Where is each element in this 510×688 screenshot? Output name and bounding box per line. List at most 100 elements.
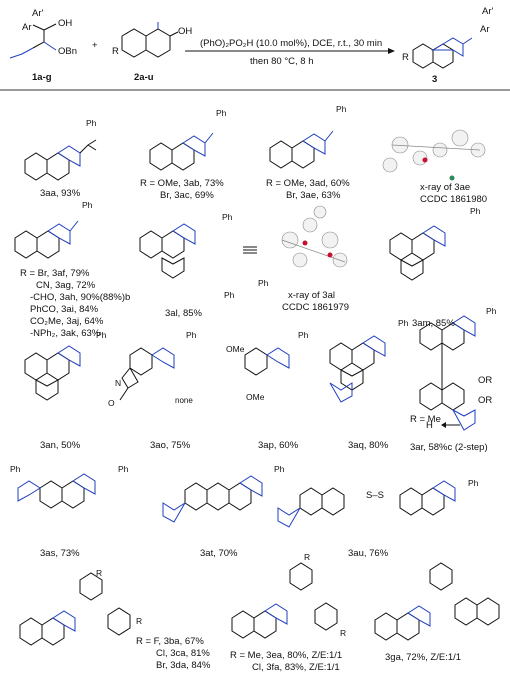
ome-label: OMe [226, 344, 245, 354]
ph-label: Ph [222, 212, 233, 222]
ph-label: Ph [10, 464, 21, 474]
xray-3al-caption-2: CCDC 1861979 [282, 302, 350, 313]
o-label: O [108, 398, 115, 408]
struct-3ap [244, 347, 290, 376]
reactant1-sub-ar: Ar [22, 22, 32, 33]
ome-label: OMe [246, 392, 265, 402]
product-label: 3 [432, 74, 438, 85]
label-3ca: Cl, 3ca, 81% [156, 648, 210, 659]
ph-label: Ph [398, 318, 409, 328]
label-3ar: 3ar, 58%c (2-step) [410, 442, 488, 453]
struct-3al [139, 223, 196, 279]
ph-label: Ph [224, 290, 235, 300]
product-sub-r: R [402, 52, 409, 63]
h-arrow [441, 422, 460, 428]
label-3ag: CN, 3ag, 72% [36, 280, 96, 291]
label-3fa: Cl, 3fa, 83%, Z/E:1/1 [252, 662, 340, 673]
struct-3am [389, 225, 446, 281]
label-3ai: PhCO, 3ai, 84% [30, 304, 99, 315]
ph-label: Ph [274, 464, 285, 474]
label-3ar-r-me: R = Me [410, 414, 441, 425]
label-3aj: CO₂Me, 3aj, 64% [30, 316, 104, 327]
ph-label: Ph [82, 200, 93, 210]
product-structure [412, 37, 473, 69]
conditions-top: (PhO)₂PO₂H (10.0 mol%), DCE, r.t., 30 mi… [200, 38, 383, 49]
reactant1-sub-obn: OBn [58, 46, 78, 57]
label-3ap: 3ap, 60% [258, 440, 299, 451]
product-sub-ar: Ar [480, 24, 490, 35]
reaction-arrowhead [388, 48, 395, 54]
reactant2-label: 2a-u [134, 72, 154, 83]
plus-sign: + [92, 40, 98, 51]
struct-3ea [231, 562, 338, 639]
label-3at: 3at, 70% [200, 548, 238, 559]
r-label: R [136, 616, 143, 626]
ph-label: Ph [470, 206, 481, 216]
xray-3ae-caption-1: x-ray of 3ae [420, 182, 471, 193]
label-3ao: 3ao, 75% [150, 440, 191, 451]
reactant1-sub-ar-prime: Ar' [32, 8, 44, 19]
label-3ad-1: R = OMe, 3ad, 60% [266, 178, 350, 189]
reactant2-sub-oh: OH [178, 26, 193, 37]
struct-3af [14, 220, 79, 259]
xray-3al-caption-1: x-ray of 3al [288, 290, 335, 301]
label-3au: 3au, 76% [348, 548, 389, 559]
n-label: N [115, 378, 122, 388]
label-3aa: 3aa, 93% [40, 188, 81, 199]
struct-3ba [19, 572, 131, 646]
label-3da: Br, 3da, 84% [156, 660, 211, 671]
reactant1-sub-oh: OH [58, 18, 73, 29]
struct-3an [24, 345, 81, 401]
struct-3as [17, 473, 96, 509]
label-3af: R = Br, 3af, 79% [20, 268, 90, 279]
label-3ar-or-2: OR [478, 395, 493, 406]
r-label: R [96, 568, 103, 578]
label-3ab-1: R = OMe, 3ab, 73% [140, 178, 224, 189]
reactant1-label: 1a-g [32, 72, 52, 83]
struct-3ga [374, 562, 500, 641]
ph-label: Ph [118, 464, 129, 474]
label-3ao-tag: none [175, 396, 193, 405]
ph-label: Ph [96, 330, 107, 340]
equivalence-sign [243, 246, 257, 254]
label-3ar-h: H [426, 420, 433, 431]
struct-3ao [119, 347, 175, 401]
label-3ba: R = F, 3ba, 67% [136, 636, 204, 647]
label-3au-ss: S–S [366, 490, 384, 501]
label-3as: 3as, 73% [40, 548, 80, 559]
ph-label: Ph [468, 478, 479, 488]
label-3am: 3am, 85% [412, 318, 455, 329]
label-3an: 3an, 50% [40, 440, 81, 451]
struct-3aq [329, 335, 386, 403]
struct-3at [162, 475, 263, 523]
ph-label: Ph [258, 278, 269, 288]
ph-label: Ph [216, 108, 227, 118]
xray-3al [281, 205, 348, 268]
ph-label: Ph [186, 330, 197, 340]
label-3aq: 3aq, 80% [348, 440, 389, 451]
struct-3aa [24, 139, 97, 181]
struct-3ad [269, 130, 334, 169]
conditions-bottom: then 80 °C, 8 h [250, 56, 314, 67]
r-label: R [304, 552, 311, 562]
label-3ea: R = Me, 3ea, 80%, Z/E:1/1 [230, 650, 343, 661]
label-3ah: -CHO, 3ah, 90%(88%)b [30, 292, 131, 303]
struct-3au [277, 480, 456, 528]
ph-label: Ph [336, 104, 347, 114]
ph-label: Ph [86, 118, 97, 128]
reactant2-sub-r: R [112, 46, 119, 57]
ph-label: Ph [486, 306, 497, 316]
xray-3ae [382, 129, 486, 181]
ph-label: Ph [298, 330, 309, 340]
reactant1-structure [9, 23, 57, 59]
product-sub-ar-prime: Ar' [482, 6, 494, 17]
label-3ab-2: Br, 3ac, 69% [160, 190, 214, 201]
r-label: R [340, 628, 347, 638]
label-3ad-2: Br, 3ae, 63% [286, 190, 341, 201]
struct-3ar [419, 315, 476, 431]
reactant2-structure [121, 22, 179, 58]
struct-3ab [149, 132, 214, 171]
xray-3ae-caption-2: CCDC 1861980 [420, 194, 488, 205]
label-3ak: -NPh₂, 3ak, 63% [30, 328, 101, 339]
